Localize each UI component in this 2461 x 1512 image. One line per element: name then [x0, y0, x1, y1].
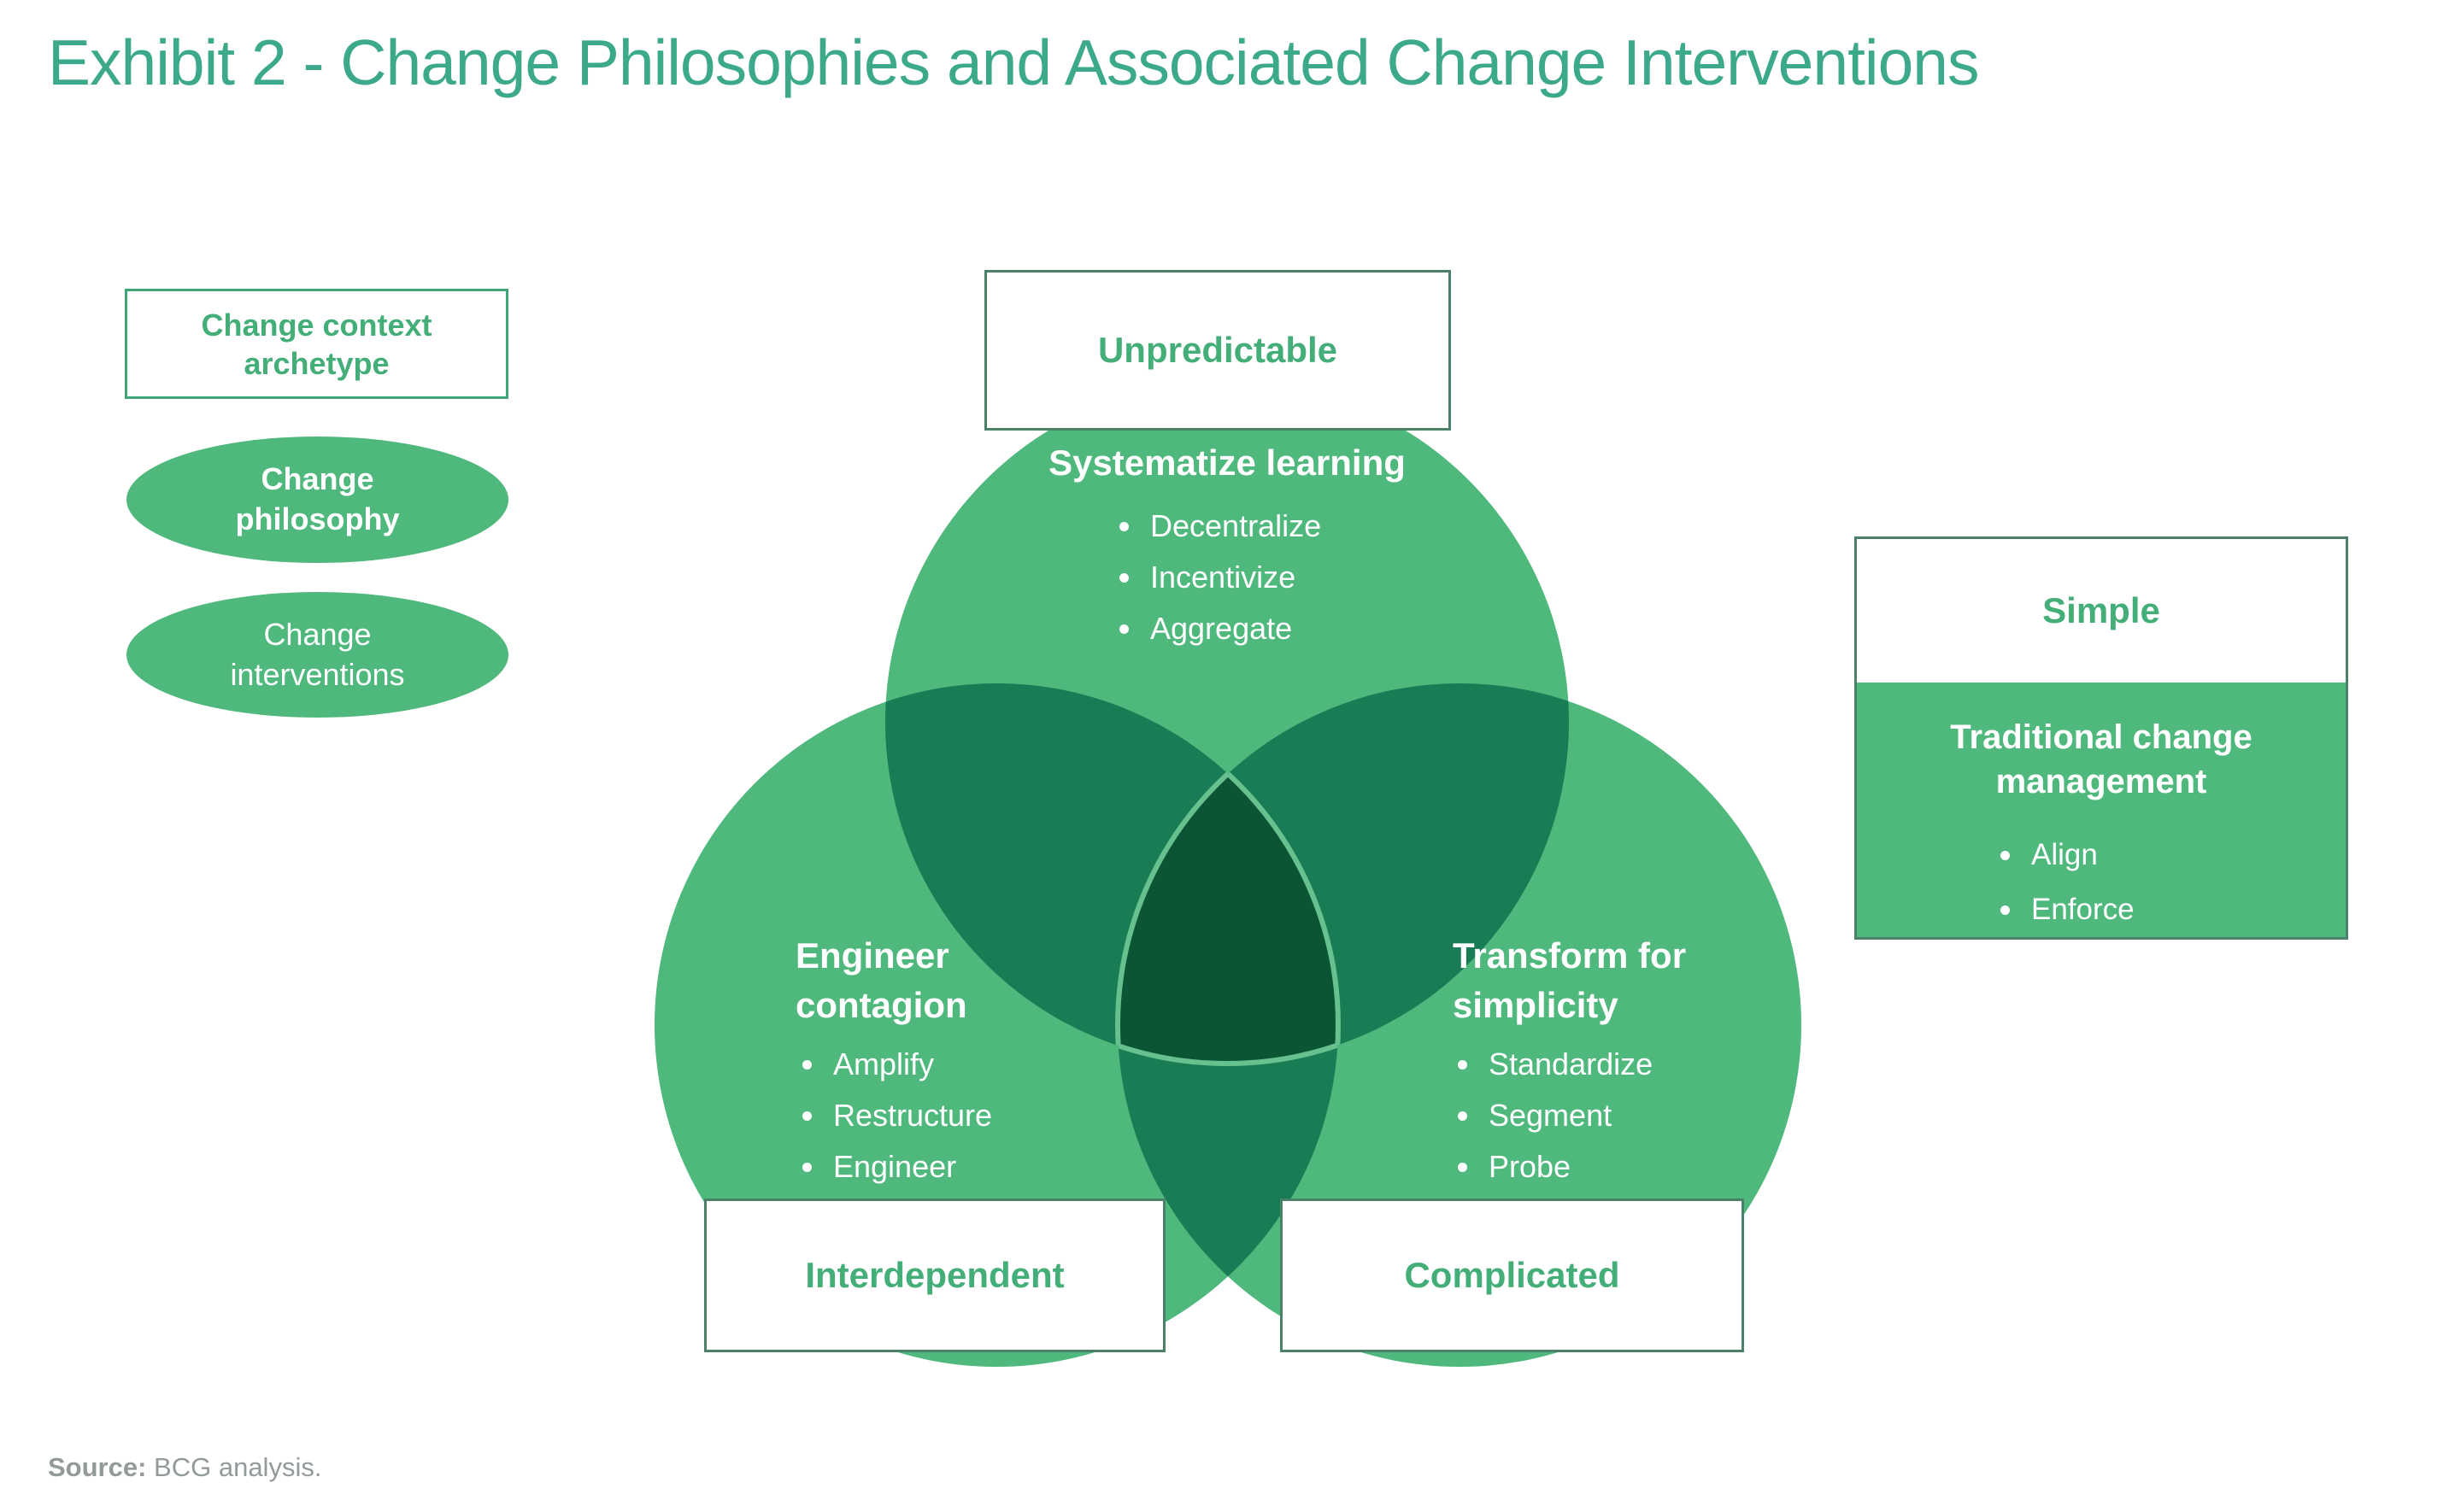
interventions-list-top: Decentralize Incentivize Aggregate: [1119, 501, 1321, 654]
list-item: Amplify: [802, 1039, 992, 1090]
list-item: Segment: [1458, 1090, 1653, 1141]
legend-archetype-label: Change context archetype: [201, 307, 432, 381]
page-title: Exhibit 2 - Change Philosophies and Asso…: [48, 26, 1980, 98]
interventions-list-simple: Align Enforce: [2000, 828, 2346, 937]
list-item: Restructure: [802, 1090, 992, 1141]
legend-change-interventions-ellipse: Change interventions: [126, 592, 508, 718]
bullet-icon: [2000, 905, 2010, 915]
simple-body: Traditional change management Align Enfo…: [1857, 683, 2346, 937]
bullet-icon: [1119, 521, 1129, 531]
legend-change-philosophy-ellipse: Change philosophy: [126, 437, 508, 563]
interventions-list-left: Amplify Restructure Engineer: [802, 1039, 992, 1193]
bullet-icon: [1458, 1162, 1467, 1172]
context-label: Unpredictable: [1097, 330, 1338, 370]
intervention-label: Segment: [1489, 1098, 1612, 1133]
context-box-unpredictable: Unpredictable: [984, 270, 1451, 431]
intervention-label: Standardize: [1489, 1046, 1653, 1081]
interventions-list-right: Standardize Segment Probe: [1458, 1039, 1653, 1193]
bullet-icon: [1458, 1059, 1467, 1070]
list-item: Incentivize: [1119, 552, 1321, 603]
philosophy-traditional-change-management: Traditional change management: [1950, 718, 2252, 800]
legend-change-context-archetype-box: Change context archetype: [125, 289, 508, 399]
bullet-icon: [802, 1162, 812, 1172]
venn-core-outline-arc-left: [1118, 683, 1341, 1064]
bullet-icon: [1119, 572, 1129, 583]
context-box-complicated: Complicated: [1280, 1198, 1744, 1352]
list-item: Align: [2000, 828, 2346, 882]
legend-philosophy-label: Change philosophy: [235, 461, 400, 536]
intervention-label: Align: [2031, 838, 2098, 871]
context-label: Interdependent: [805, 1255, 1065, 1295]
bullet-icon: [802, 1059, 812, 1070]
intervention-label: Restructure: [833, 1098, 993, 1133]
philosophy-systematize-learning: Systematize learning: [1048, 442, 1406, 483]
intervention-label: Enforce: [2031, 893, 2135, 926]
philosophy-engineer-contagion: Engineer contagion: [796, 935, 967, 1025]
intervention-label: Amplify: [833, 1046, 935, 1081]
context-box-interdependent: Interdependent: [704, 1198, 1166, 1352]
context-box-simple: Simple Traditional change management Ali…: [1854, 536, 2348, 940]
philosophy-transform-for-simplicity: Transform for simplicity: [1453, 935, 1687, 1025]
source-label: Source:: [48, 1452, 147, 1482]
venn-core-outline-arc-top: [1118, 683, 1338, 1066]
list-item: Decentralize: [1119, 501, 1321, 552]
list-item: Aggregate: [1119, 603, 1321, 654]
list-item: Enforce: [2000, 882, 2346, 937]
intervention-label: Probe: [1489, 1149, 1571, 1184]
simple-header: Simple: [1857, 539, 2346, 683]
intervention-label: Decentralize: [1150, 508, 1322, 543]
context-label: Complicated: [1404, 1255, 1620, 1295]
list-item: Standardize: [1458, 1039, 1653, 1090]
bullet-icon: [802, 1111, 812, 1121]
intervention-label: Aggregate: [1150, 611, 1293, 646]
legend-interventions-label: Change interventions: [230, 616, 405, 692]
intervention-label: Engineer: [833, 1149, 957, 1184]
bullet-icon: [1458, 1111, 1467, 1121]
source-text: BCG analysis.: [154, 1452, 322, 1482]
intervention-label: Incentivize: [1150, 560, 1296, 595]
venn-core-outline-arc-right: [1115, 683, 1338, 1064]
list-item: Engineer: [802, 1141, 992, 1193]
list-item: Probe: [1458, 1141, 1653, 1193]
bullet-icon: [1119, 624, 1129, 634]
bullet-icon: [2000, 850, 2010, 860]
source-line: Source: BCG analysis.: [48, 1452, 321, 1483]
context-label: Simple: [2042, 590, 2160, 630]
